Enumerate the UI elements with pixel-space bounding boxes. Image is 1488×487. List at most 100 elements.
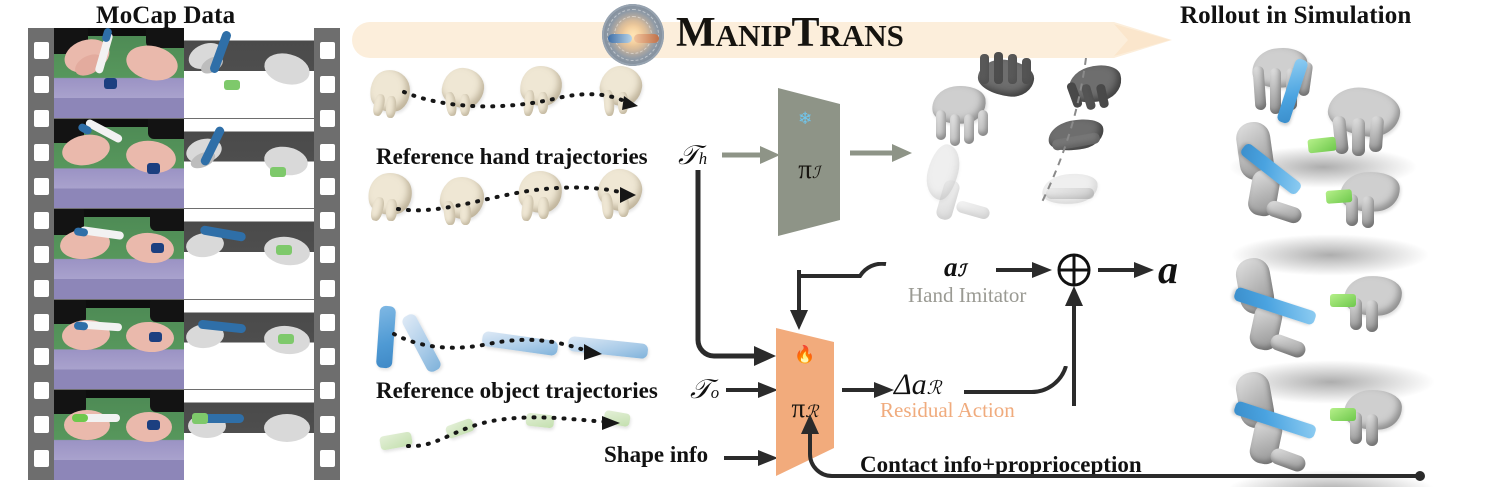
snowflake-frozen-icon: ❄ <box>798 109 813 128</box>
rgb-video-frame <box>54 209 184 299</box>
delta-a-residual-symbol: Δaℛ <box>894 368 941 402</box>
pen-trajectory-path <box>392 332 602 360</box>
arrow-imitator-to-hands <box>850 144 912 162</box>
perforation <box>33 177 49 195</box>
delta-a-symbol: Δa <box>894 368 927 401</box>
perforation <box>33 415 49 433</box>
tau-o-subscript: o <box>710 383 720 402</box>
hand-trajectory-path <box>396 185 636 213</box>
rollout-title: Rollout in Simulation <box>1180 2 1412 29</box>
tau-h-symbol: 𝒯h <box>678 140 707 172</box>
maniptrans-wordmark: MANIPTRANS <box>676 9 904 57</box>
imitator-policy-label: πℐ <box>798 154 820 185</box>
perforation <box>319 415 335 433</box>
connector-residual-to-sum <box>964 366 1068 395</box>
sum-operator-icon <box>1056 252 1092 288</box>
hand-imitator-policy-block[interactable]: ❄ πℐ <box>778 88 840 236</box>
residual-action-caption: Residual Action <box>880 398 1015 422</box>
reference-object-trajectory-cap <box>379 408 640 454</box>
tau-h-subscript: h <box>698 149 708 168</box>
tau-o-symbol: 𝒯o <box>690 374 719 406</box>
perforation <box>33 41 49 59</box>
mocap-render-frame <box>184 28 314 118</box>
reference-hand-trajectories-label: Reference hand trajectories <box>376 144 648 169</box>
pi-symbol: π <box>798 153 812 184</box>
perforation <box>319 381 335 399</box>
a-imitator-subscript: ℐ <box>957 261 966 280</box>
perforation <box>319 143 335 161</box>
reference-object-trajectories-label: Reference object trajectories <box>376 378 658 403</box>
perforation <box>33 245 49 263</box>
rgb-video-frame <box>54 28 184 118</box>
perforation <box>33 211 49 229</box>
final-action-symbol: a <box>1158 247 1178 292</box>
cap-trajectory-path <box>406 415 620 449</box>
arrow-ai-to-sum <box>996 262 1052 278</box>
tau-symbol: 𝒯 <box>690 374 711 404</box>
mocap-render-frame <box>184 299 314 390</box>
perforation <box>319 75 335 93</box>
mocap-filmstrip <box>28 28 340 480</box>
reference-object-trajectory-pen <box>375 305 658 376</box>
mocap-data-title: MoCap Data <box>96 2 236 29</box>
perforation <box>33 313 49 331</box>
residual-policy-label: πℛ <box>792 393 819 424</box>
brand-letter-t: T <box>791 10 820 56</box>
simulation-rollout-panel <box>1180 42 1488 487</box>
brand-letter-m: M <box>676 10 716 56</box>
mocap-render-frame <box>184 209 314 299</box>
arrow-sum-to-action <box>1098 262 1154 278</box>
filmstrip-frame <box>54 390 314 480</box>
rgb-video-frame <box>54 118 184 209</box>
brand-anip: ANIP <box>715 18 792 53</box>
perforation <box>33 381 49 399</box>
imitated-robot-hand-sequence <box>918 52 1128 258</box>
a-symbol: a <box>944 252 958 282</box>
filmstrip-frame <box>54 118 314 210</box>
rgb-video-frame <box>54 299 184 390</box>
residual-policy-block[interactable]: 🔥 πℛ <box>776 328 834 476</box>
process-banner-arrow <box>352 22 1172 58</box>
perforation <box>33 449 49 467</box>
pi-residual-subscript: ℛ <box>805 401 819 421</box>
imitated-hand-dashed-path <box>1039 58 1087 207</box>
filmstrip-frame <box>54 209 314 300</box>
perforation <box>33 109 49 127</box>
arrow-residual-output <box>842 382 894 398</box>
flame-trainable-icon: 🔥 <box>794 345 816 364</box>
perforation <box>319 313 335 331</box>
tau-symbol: 𝒯 <box>678 140 699 170</box>
filmstrip-frames <box>54 28 314 480</box>
filmstrip-frame <box>54 28 314 119</box>
arrow-hand-to-residual <box>695 170 776 366</box>
perforation <box>319 245 335 263</box>
mocap-render-frame <box>184 118 314 209</box>
arrow-into-residual-top <box>790 270 808 330</box>
perforation <box>33 143 49 161</box>
arrow-hand-to-imitator <box>722 146 780 164</box>
perforation <box>319 449 335 467</box>
hand-imitator-caption: Hand Imitator <box>908 283 1027 307</box>
mocap-render-frame <box>184 390 314 480</box>
feedback-label: Contact info+proprioception <box>860 452 1142 477</box>
reference-hand-trajectory-bottom <box>364 165 668 226</box>
arrow-object-to-residual <box>726 382 778 398</box>
filmstrip-perforations-right <box>314 28 340 480</box>
reference-hand-trajectory-top <box>367 63 668 120</box>
arrow-imitator-branch-to-residual <box>799 262 887 278</box>
filmstrip-perforations-left <box>28 28 54 480</box>
pi-symbol: π <box>791 392 806 423</box>
logo-human-hand-icon <box>634 33 659 43</box>
perforation <box>319 177 335 195</box>
pi-imitator-subscript: ℐ <box>811 162 820 182</box>
perforation <box>319 279 335 297</box>
delta-a-subscript: ℛ <box>926 378 942 399</box>
shape-info-label: Shape info <box>604 442 709 467</box>
perforation <box>33 75 49 93</box>
arrow-residual-into-sum <box>1065 286 1083 406</box>
logo-robot-hand-icon <box>608 33 632 43</box>
perforation <box>33 279 49 297</box>
hand-trajectory-path <box>402 90 638 110</box>
arrow-shape-to-residual <box>724 450 778 466</box>
perforation <box>319 41 335 59</box>
